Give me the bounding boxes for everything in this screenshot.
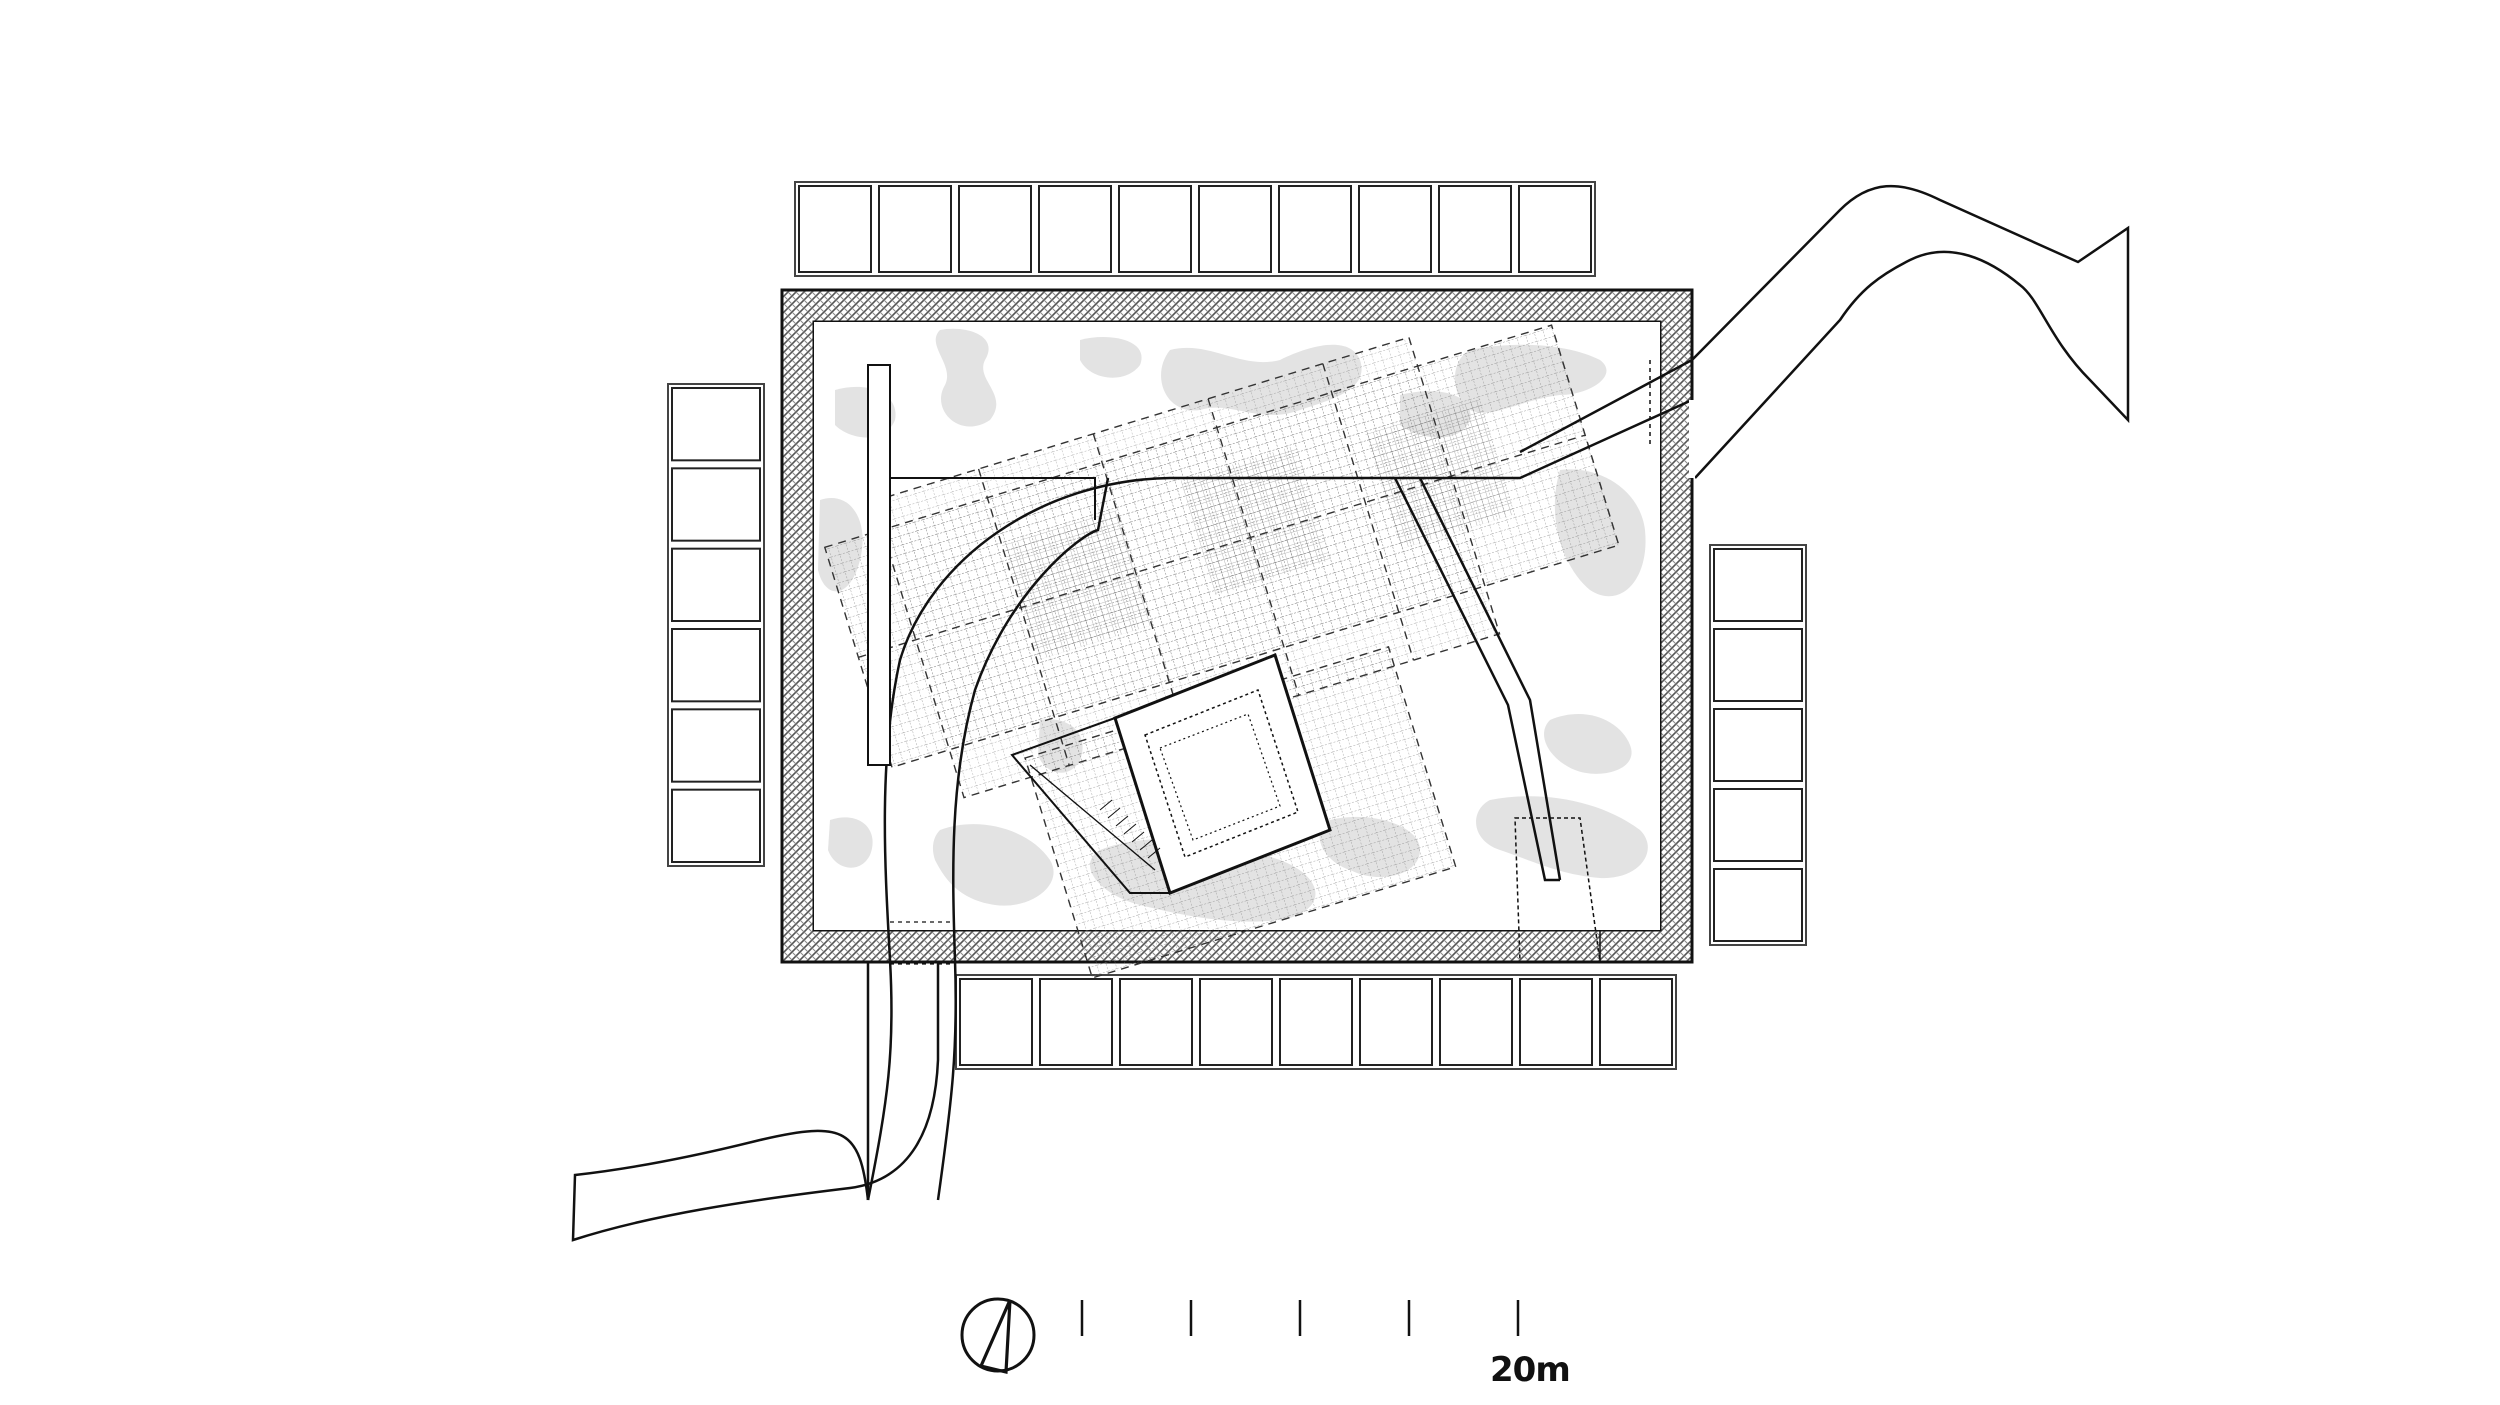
parking-bay — [671, 628, 761, 703]
northeast-bridge — [1370, 398, 1693, 963]
parking-bay — [1199, 978, 1273, 1066]
southwest-path — [571, 962, 940, 1242]
parking-bay — [1713, 628, 1803, 702]
parking-bay — [1713, 868, 1803, 942]
northeast-path — [1519, 184, 2130, 479]
parking-bay — [671, 788, 761, 864]
parking-bay — [1118, 185, 1192, 273]
parking-bay — [1278, 185, 1352, 273]
west-corridor — [867, 364, 891, 766]
parking-bay — [958, 185, 1032, 273]
parking-bay — [959, 978, 1033, 1066]
parking-bay — [1438, 185, 1512, 273]
parking-bay — [1713, 708, 1803, 782]
parking-bay — [798, 185, 872, 273]
parking-bay — [1713, 788, 1803, 862]
parking-bay — [1279, 978, 1353, 1066]
parking-bay — [1359, 978, 1433, 1066]
parking-bay — [671, 547, 761, 623]
scale-bar — [1080, 1300, 1520, 1336]
scale-bar-label: 20m — [1490, 1350, 1571, 1390]
parking-bay — [1519, 978, 1593, 1066]
parking-bay — [1599, 978, 1673, 1066]
parking-bay — [1038, 185, 1112, 273]
north-arrow-icon — [960, 1297, 1036, 1375]
central-pavilion — [1010, 653, 1332, 895]
parking-bay — [671, 708, 761, 783]
parking-bay — [1358, 185, 1432, 273]
parking-row-east — [1709, 544, 1807, 946]
parking-bay — [1119, 978, 1193, 1066]
parking-bay — [1039, 978, 1113, 1066]
parking-bay — [1198, 185, 1272, 273]
parking-bay — [1713, 548, 1803, 622]
parking-row-west — [667, 383, 765, 867]
parking-bay — [1518, 185, 1592, 273]
parking-bay — [671, 467, 761, 542]
parking-row-north — [794, 181, 1596, 277]
parking-row-south — [955, 974, 1677, 1070]
parking-bay — [878, 185, 952, 273]
parking-bay — [671, 387, 761, 462]
parking-bay — [1439, 978, 1513, 1066]
